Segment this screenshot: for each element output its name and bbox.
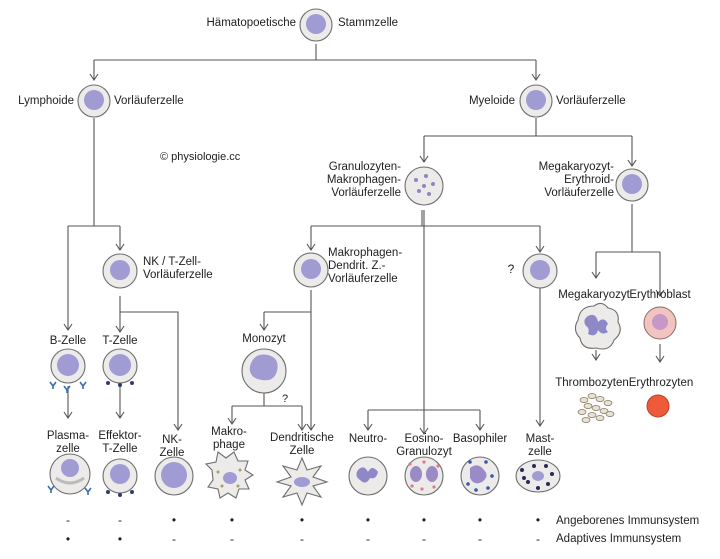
basophil: [460, 456, 500, 496]
mast-cell: [515, 459, 561, 493]
nkt-progenitor-cell: [102, 253, 138, 289]
innate-mark-nk: •: [171, 513, 177, 527]
innate-mark-basophil: •: [477, 513, 483, 527]
dendritic-cell: [275, 456, 329, 507]
adaptive-mark-dendritic: -: [300, 532, 304, 546]
innate-mark-eosinophil: •: [421, 513, 427, 527]
adaptive-mark-plasma: •: [65, 532, 71, 546]
lymphoid-label-left: Lymphoide: [18, 95, 74, 107]
adaptive-mark-eosinophil: -: [422, 532, 426, 546]
legend-innate: Angeborenes Immunsystem: [556, 515, 700, 527]
eosinophil-label: Eosino- Granulozyt: [396, 433, 452, 458]
adaptive-mark-macrophage: -: [230, 532, 234, 546]
innate-mark-macrophage: •: [229, 513, 235, 527]
macrophage: [204, 451, 255, 499]
legend-adaptive: Adaptives Immunsystem: [556, 533, 682, 545]
stem-cell: [299, 8, 333, 42]
neutrophil-label: Neutro-: [348, 433, 388, 445]
innate-mark-mast: •: [535, 513, 541, 527]
adaptive-mark-mast: -: [536, 532, 540, 546]
innate-mark-effector: -: [118, 513, 122, 527]
basophil-label: Basophiler: [452, 433, 508, 445]
mast-cell-label: Mast- zelle: [525, 433, 555, 458]
effector-t-cell: [102, 458, 138, 497]
myeloid-label-right: Vorläuferzelle: [556, 95, 626, 107]
b-cell-label: B-Zelle: [49, 335, 87, 347]
thrombocytes-label: Thrombozyten: [555, 377, 629, 389]
megakaryocyte-label: Megakaryozyt: [558, 289, 630, 301]
copyright-text: © physiologie.cc: [160, 151, 241, 163]
monocyte-question-mark: ?: [281, 393, 289, 405]
nk-cell: [154, 456, 194, 496]
adaptive-mark-nk: -: [172, 532, 176, 546]
megerythro-progenitor-cell: [615, 168, 649, 202]
makdend-progenitor-cell: [293, 252, 329, 288]
makdend-progenitor-label: Makrophagen- Dendrit. Z.- Vorläuferzelle: [328, 247, 403, 285]
stem-label-left: Hämatopoetische: [206, 17, 297, 29]
stem-label-right: Stammzelle: [338, 17, 399, 29]
plasma-cell: [47, 453, 92, 495]
nkt-progenitor-label: NK / T-Zell- Vorläuferzelle: [143, 256, 213, 281]
t-cell: [102, 348, 138, 387]
neutrophil: [348, 456, 388, 496]
innate-mark-neutrophil: •: [365, 513, 371, 527]
adaptive-mark-neutrophil: -: [366, 532, 370, 546]
dendritic-cell-label: Dendritische Zelle: [270, 432, 334, 457]
arrowheads: [63, 73, 665, 435]
innate-mark-dendritic: •: [299, 513, 305, 527]
erythrocytes-label: Erythrozyten: [628, 377, 694, 389]
innate-mark-plasma: -: [66, 513, 70, 527]
megerythro-progenitor-label: Megakaryozyt- Erythroid- Vorläuferzelle: [538, 161, 614, 199]
plasma-cell-label: Plasma- zelle: [46, 430, 90, 455]
b-cell: [49, 348, 87, 393]
lymphoid-label-right: Vorläuferzelle: [114, 95, 184, 107]
unknown-progenitor-label: ?: [507, 262, 515, 276]
adaptive-mark-basophil: -: [478, 532, 482, 546]
adaptive-mark-effector: •: [117, 532, 123, 546]
erythroblast: [643, 306, 677, 340]
connector-lines: [67, 44, 661, 434]
effector-t-cell-label: Effektor- T-Zelle: [98, 430, 142, 455]
unknown-progenitor-cell: [522, 253, 558, 289]
gm-progenitor-label: Granulozyten- Makrophagen- Vorläuferzell…: [326, 161, 401, 199]
gm-progenitor-cell: [404, 166, 444, 206]
t-cell-label: T-Zelle: [102, 335, 138, 347]
macrophage-label: Makro- phage: [211, 426, 247, 451]
thrombocytes: [577, 393, 615, 423]
nk-cell-label: NK- Zelle: [159, 434, 185, 459]
eosinophil: [404, 456, 444, 496]
monocyte-label: Monozyt: [242, 333, 286, 345]
myeloid-label-left: Myeloide: [468, 95, 515, 107]
erythrocyte: [646, 394, 670, 418]
monocyte: [241, 348, 287, 394]
lymphoid-progenitor-cell: [77, 84, 111, 118]
megakaryocyte: [574, 302, 621, 350]
myeloid-progenitor-cell: [519, 84, 553, 118]
erythroblast-label: Erythroblast: [629, 289, 691, 301]
